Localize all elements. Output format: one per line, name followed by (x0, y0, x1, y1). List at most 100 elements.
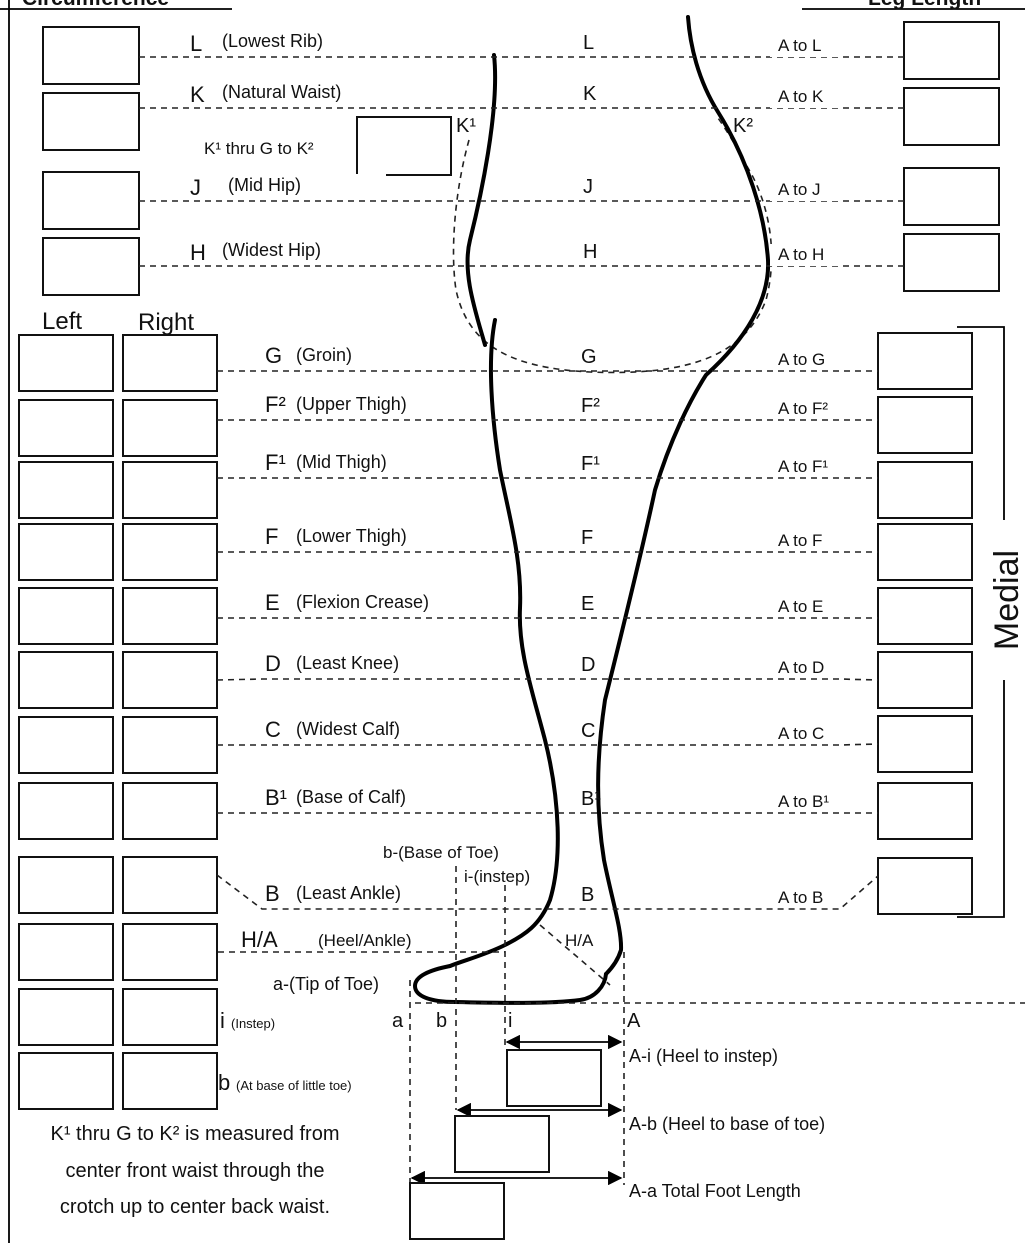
box-length[interactable] (877, 461, 973, 519)
box-right[interactable] (122, 856, 218, 914)
box-left-b[interactable] (18, 1052, 114, 1110)
box-left[interactable] (18, 651, 114, 709)
box-length[interactable] (877, 857, 973, 915)
right-boxes-upper (903, 21, 1000, 292)
box-crotch[interactable] (356, 116, 452, 176)
row-right-label: A to F (778, 531, 822, 550)
row-right-label: A to K (778, 87, 824, 106)
box-left[interactable] (18, 523, 114, 581)
box-left[interactable] (18, 334, 114, 392)
instep-desc: (Instep) (231, 1016, 275, 1031)
center-bg (572, 30, 602, 54)
row-desc: (Widest Hip) (222, 240, 321, 260)
row-desc: (Flexion Crease) (296, 592, 429, 612)
row-letter: J (190, 175, 201, 200)
box-length[interactable] (877, 587, 973, 645)
tip-of-toe-label: a-(Tip of Toe) (273, 974, 379, 994)
row-heel-ankle: H/A (Heel/Ankle) H/A (18, 923, 611, 986)
box-A-to-K[interactable] (903, 87, 1000, 146)
box-L[interactable] (42, 26, 140, 85)
box-length[interactable] (877, 523, 973, 581)
instep-letter: i (220, 1008, 225, 1033)
box-length[interactable] (877, 332, 973, 390)
row-center-letter: J (583, 176, 593, 198)
row-desc: (Groin) (296, 345, 352, 365)
box-length[interactable] (877, 651, 973, 709)
box-right-b[interactable] (122, 1052, 218, 1110)
box-heel-instep[interactable] (506, 1049, 602, 1107)
row-base-of-toe: b (At base of little toe) (18, 1052, 352, 1110)
box-right[interactable] (122, 651, 218, 709)
leg-outline-outer-lower (448, 318, 560, 968)
row-desc: (Widest Calf) (296, 719, 400, 739)
box-heel-base[interactable] (454, 1115, 550, 1173)
row-center-letter: K (583, 83, 597, 105)
row-line (217, 743, 879, 746)
mark-a: a (392, 1010, 404, 1032)
box-right[interactable] (122, 523, 218, 581)
row-right-label: A to G (778, 350, 825, 369)
row-right-label: A to B (778, 888, 823, 907)
box-right[interactable] (122, 334, 218, 392)
box-left-i[interactable] (18, 988, 114, 1046)
right-bg (770, 35, 840, 57)
box-length[interactable] (877, 396, 973, 454)
box-H[interactable] (42, 237, 140, 296)
box-left[interactable] (18, 461, 114, 519)
box-left[interactable] (18, 587, 114, 645)
mark-A: A (627, 1010, 641, 1032)
row-desc: (Least Ankle) (296, 883, 401, 903)
box-right[interactable] (122, 716, 218, 774)
box-K[interactable] (42, 92, 140, 151)
box-length[interactable] (877, 782, 973, 840)
box-A-to-L[interactable] (903, 21, 1000, 80)
left-boxes (42, 26, 140, 296)
row-center-letter: F (581, 527, 593, 549)
box-left[interactable] (18, 399, 114, 457)
row-right-label: A to F² (778, 399, 828, 418)
box-total-length[interactable] (409, 1182, 505, 1240)
row-center-letter: B¹ (581, 788, 601, 810)
row-letter: F¹ (265, 450, 286, 475)
box-A-to-H[interactable] (903, 233, 1000, 292)
base-of-toe-label: b-(Base of Toe) (383, 843, 499, 862)
row-center-letter: H (583, 241, 597, 263)
row-center-letter: F¹ (581, 453, 600, 475)
row-right-label: A to J (778, 180, 821, 199)
box-right[interactable] (122, 587, 218, 645)
crotch-label: K¹ thru G to K² (204, 139, 314, 158)
box-right-HA[interactable] (122, 923, 218, 981)
ha-letter: H/A (241, 927, 278, 952)
mark-i: i (508, 1010, 512, 1032)
box-right[interactable] (122, 399, 218, 457)
row-right-label: A to D (778, 658, 824, 677)
box-A-to-J[interactable] (903, 167, 1000, 226)
mark-b: b (436, 1010, 447, 1032)
box-length[interactable] (877, 715, 973, 773)
right-bg (770, 86, 840, 108)
row-letter: D (265, 651, 281, 676)
box-left-HA[interactable] (18, 923, 114, 981)
base-desc: (At base of little toe) (236, 1078, 352, 1093)
box-right[interactable] (122, 461, 218, 519)
box-left[interactable] (18, 782, 114, 840)
box-right-i[interactable] (122, 988, 218, 1046)
box-right[interactable] (122, 782, 218, 840)
foot-outline (413, 964, 608, 1005)
note-line-1: K¹ thru G to K² is measured from (51, 1123, 340, 1145)
box-left[interactable] (18, 716, 114, 774)
box-J[interactable] (42, 171, 140, 230)
ha-center: H/A (565, 931, 594, 950)
row-desc: (Mid Thigh) (296, 452, 387, 472)
row-letter: K (190, 82, 205, 107)
box-left[interactable] (18, 856, 114, 914)
row-center-letter: C (581, 720, 595, 742)
